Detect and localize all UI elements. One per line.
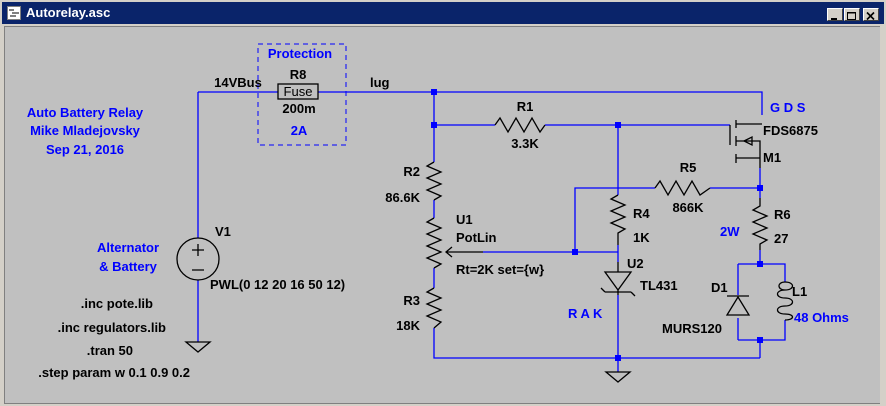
junction-dots: [431, 89, 763, 361]
directive-4[interactable]: .step param w 0.1 0.9 0.2: [38, 365, 190, 380]
fuse-value: 200m: [282, 101, 315, 116]
v1-value: PWL(0 12 20 16 50 12): [210, 277, 345, 292]
fuse-text: Fuse: [284, 84, 313, 99]
fuse-symbol[interactable]: [277, 83, 319, 100]
r5-value: 866K: [672, 200, 704, 215]
schematic-canvas[interactable]: 14VBus lug Protection R8 Fuse 200m 2A Au…: [5, 27, 881, 403]
ground-icon: [184, 341, 632, 383]
net-label-lug: lug: [370, 75, 390, 90]
note-author: Mike Mladejovsky: [30, 123, 141, 138]
protection-box: [257, 43, 347, 146]
note-date: Sep 21, 2016: [46, 142, 124, 157]
r3-value: 18K: [396, 318, 420, 333]
note-title: Auto Battery Relay: [27, 105, 144, 120]
power-label: 2W: [720, 224, 740, 239]
minimize-button[interactable]: [827, 8, 843, 21]
net-label-bus: 14VBus: [214, 75, 262, 90]
schematic-doc-icon: [7, 6, 21, 20]
gds-label: G D S: [770, 100, 806, 115]
r4-value: 1K: [633, 230, 650, 245]
fuse-rating: 2A: [291, 123, 308, 138]
u1-name: U1: [456, 212, 473, 227]
directive-1[interactable]: .inc pote.lib: [81, 296, 153, 311]
potentiometer-u1[interactable]: [425, 217, 443, 269]
l1-value: 48 Ohms: [794, 310, 849, 325]
canvas-background: [5, 27, 881, 403]
maximize-icon: [847, 12, 856, 20]
m1-name: M1: [763, 150, 781, 165]
close-button[interactable]: [863, 8, 879, 21]
u1-model: PotLin: [456, 230, 496, 245]
resistor-r3[interactable]: [425, 287, 443, 329]
resistor-r5[interactable]: [654, 179, 711, 197]
d1-name: D1: [711, 280, 728, 295]
v1-label-1: Alternator: [97, 240, 159, 255]
u1-params: Rt=2K set={w}: [456, 262, 544, 277]
r6-name: R6: [774, 207, 791, 222]
window-title: Autorelay.asc: [26, 5, 111, 20]
u2-name: U2: [627, 256, 644, 271]
r5-name: R5: [680, 160, 697, 175]
right-edge-scrollbar[interactable]: [880, 26, 886, 404]
u2-model: TL431: [640, 278, 678, 293]
mosfet-m1-icon[interactable]: [729, 120, 762, 168]
r1-name: R1: [517, 99, 534, 114]
d1-model: MURS120: [662, 321, 722, 336]
directive-2[interactable]: .inc regulators.lib: [58, 320, 166, 335]
r1-value: 3.3K: [511, 136, 539, 151]
r2-name: R2: [403, 164, 420, 179]
v1-name: V1: [215, 224, 231, 239]
r6-value: 27: [774, 231, 788, 246]
wires: [197, 91, 786, 372]
pot-wiper-arrow: [444, 246, 483, 258]
r2-value: 86.6K: [385, 190, 420, 205]
resistor-r2[interactable]: [425, 161, 443, 201]
protection-label: Protection: [268, 46, 332, 61]
resistor-r4[interactable]: [609, 194, 627, 245]
minimize-icon: [831, 18, 837, 20]
diode-d1-icon[interactable]: [725, 295, 751, 316]
v1-label-2: & Battery: [99, 259, 158, 274]
title-bar[interactable]: Autorelay.asc: [2, 2, 884, 24]
inductor-l1-icon[interactable]: [776, 281, 794, 321]
v1-source-icon[interactable]: [176, 237, 220, 281]
maximize-button[interactable]: [844, 8, 860, 21]
close-icon: [866, 11, 875, 21]
resistor-r6[interactable]: [751, 198, 769, 250]
fuse-name: R8: [290, 67, 307, 82]
l1-name: L1: [792, 284, 807, 299]
rak-label: R A K: [568, 306, 603, 321]
m1-model: FDS6875: [763, 123, 818, 138]
directive-3[interactable]: .tran 50: [87, 343, 133, 358]
schematic-frame: 14VBus lug Protection R8 Fuse 200m 2A Au…: [4, 26, 882, 404]
tl431-icon[interactable]: [600, 262, 636, 297]
r4-name: R4: [633, 206, 650, 221]
r3-name: R3: [403, 293, 420, 308]
resistor-r1[interactable]: [494, 116, 546, 134]
